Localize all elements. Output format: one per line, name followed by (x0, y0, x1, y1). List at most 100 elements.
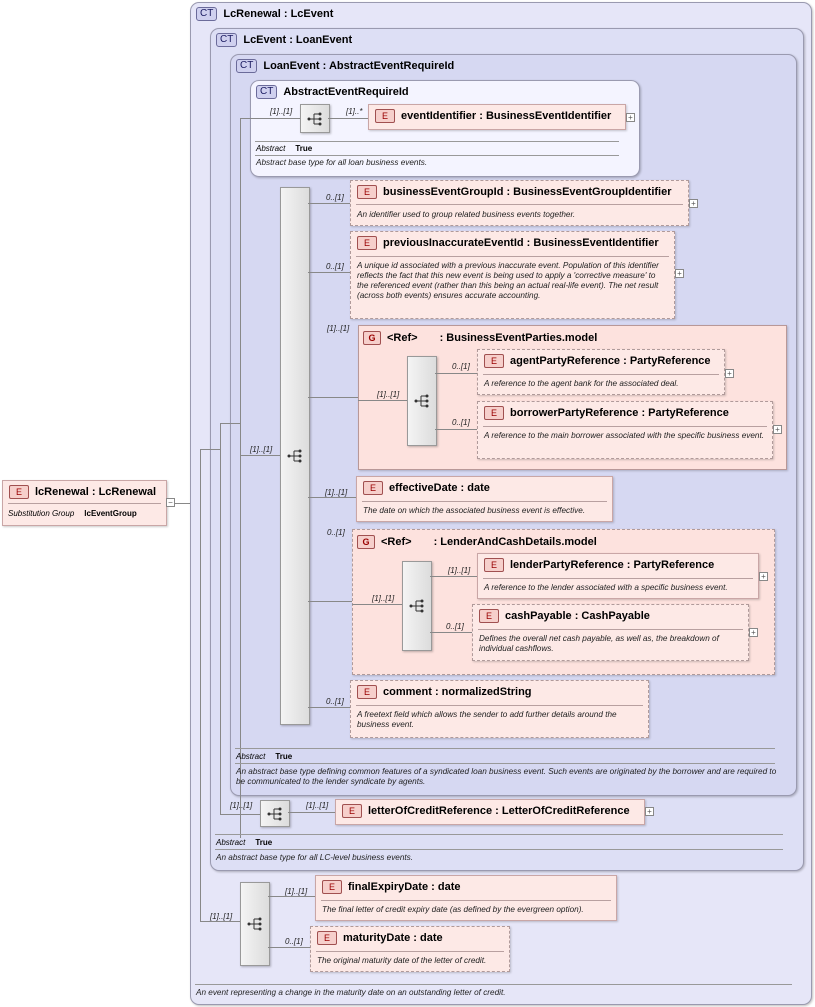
cardinality: [1]..[1] (327, 324, 350, 333)
cardinality: 0..[1] (446, 622, 464, 631)
expand-icon[interactable]: + (645, 807, 654, 816)
cardinality: [1]..[1] (306, 801, 329, 810)
group-badge: G (363, 331, 381, 345)
expand-root-icon[interactable]: − (166, 498, 175, 507)
ct-badge: CT (256, 85, 278, 99)
cardinality: 0..[1] (326, 262, 344, 271)
element-doc: A reference to the agent bank for the as… (484, 379, 679, 388)
element-badge: E (357, 685, 377, 699)
cardinality: [1]..[1] (377, 390, 400, 399)
type-doc: An abstract base type defining common fe… (236, 767, 777, 786)
connector (220, 814, 260, 815)
separator (478, 629, 743, 630)
connector (352, 604, 402, 605)
group-badge: G (357, 535, 375, 549)
expand-icon[interactable]: + (689, 199, 698, 208)
connector (308, 272, 350, 273)
expand-icon[interactable]: + (749, 628, 758, 637)
expand-icon[interactable]: + (759, 572, 768, 581)
element-badge: E (479, 609, 499, 623)
connector (175, 503, 200, 504)
cardinality: 0..[1] (452, 418, 470, 427)
connector (288, 812, 335, 813)
cardinality: [1]..[1] (230, 801, 253, 810)
separator (483, 578, 753, 579)
cardinality: [1]..[1] (448, 566, 471, 575)
expand-icon[interactable]: + (773, 425, 782, 434)
element-badge: E (484, 354, 504, 368)
element-doc: The date on which the associated busines… (363, 506, 586, 515)
cardinality: 0..[1] (452, 362, 470, 371)
expand-icon[interactable]: + (626, 113, 635, 122)
cardinality: [1]..* (346, 107, 363, 116)
sequence-box[interactable] (402, 561, 432, 651)
separator (8, 503, 161, 504)
connector (308, 397, 358, 398)
element-badge: E (357, 185, 377, 199)
connector (308, 601, 352, 602)
type-doc: An abstract base type for all LC-level b… (216, 853, 414, 862)
separator (356, 204, 683, 205)
sequence-box[interactable] (260, 800, 290, 827)
ct-badge: CT (236, 59, 258, 73)
expand-icon[interactable]: + (725, 369, 734, 378)
cardinality: [1]..[1] (270, 107, 293, 116)
expand-icon[interactable]: + (675, 269, 684, 278)
ct-badge: CT (216, 33, 238, 47)
sequence-box-main[interactable] (280, 187, 310, 725)
element-doc: An identifier used to group related busi… (357, 210, 576, 219)
group-title: G<Ref>: BusinessEventParties.model (363, 331, 597, 345)
connector (328, 118, 368, 119)
separator (255, 155, 619, 156)
separator (215, 834, 783, 835)
element-doc: A freetext field which allows the sender… (357, 710, 617, 729)
separator (255, 141, 619, 142)
sequence-box[interactable] (240, 882, 270, 966)
connector (240, 118, 241, 838)
connector (358, 400, 407, 401)
connector (240, 455, 280, 456)
connector (308, 203, 350, 204)
element-badge: E (363, 481, 383, 495)
connector (220, 423, 240, 424)
connector (268, 896, 315, 897)
type-doc: Abstract base type for all loan business… (256, 158, 428, 167)
sequence-box[interactable] (300, 104, 330, 133)
separator (215, 849, 783, 850)
cardinality: 0..[1] (326, 697, 344, 706)
element-badge: E (357, 236, 377, 250)
connector (220, 423, 221, 815)
cardinality: [1]..[1] (372, 594, 395, 603)
element-badge: E (342, 804, 362, 818)
connector (200, 921, 240, 922)
separator (195, 984, 792, 985)
connector (308, 497, 356, 498)
separator (235, 763, 775, 764)
sequence-box[interactable] (407, 356, 437, 446)
element-badge: E (317, 931, 337, 945)
separator (483, 426, 767, 427)
